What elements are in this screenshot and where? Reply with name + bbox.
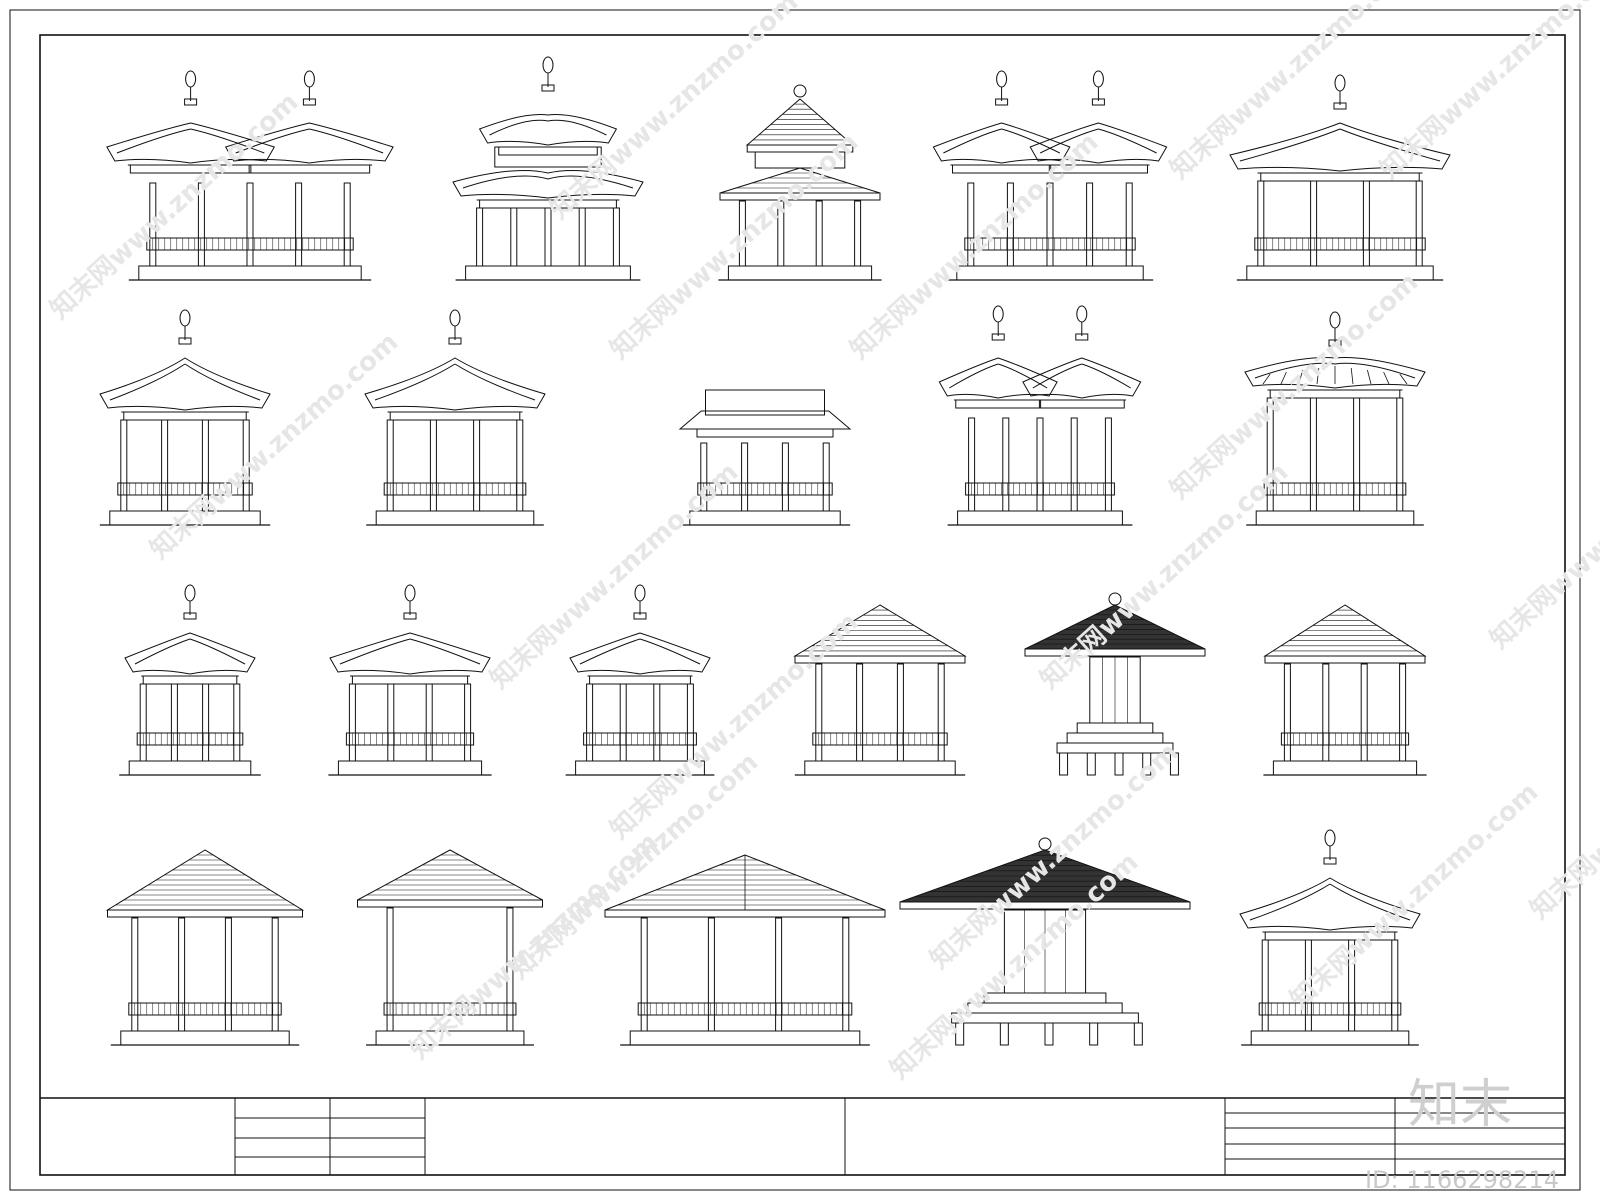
pavilion-elevation-r1c4 bbox=[932, 70, 1168, 281]
watermark-text: 知末网www.znzmo.com bbox=[605, 127, 865, 365]
pavilion-elevation-r1c1 bbox=[106, 70, 394, 281]
watermark-text: 知末网www.znzmo.com bbox=[545, 0, 805, 225]
pavilion-elevation-r2c3 bbox=[678, 389, 852, 526]
pavilion-elevation-r4c4 bbox=[899, 837, 1191, 1046]
watermark-text: 知末网www.znzmo.com bbox=[1375, 0, 1600, 185]
drawing-frame bbox=[39, 34, 1566, 1176]
watermark-text: 知末网www.znzmo.com bbox=[485, 457, 745, 695]
watermark-text: 知末网www.znzmo.com bbox=[605, 607, 865, 845]
pavilion-elevation-r3c5 bbox=[1024, 592, 1206, 776]
pavilion-elevation-r4c2 bbox=[357, 849, 543, 1046]
watermark-text: 知末网www.znzmo.com bbox=[1485, 417, 1600, 655]
pavilion-elevation-r4c3 bbox=[604, 854, 886, 1046]
pavilion-elevations bbox=[99, 56, 1451, 1046]
title-block bbox=[40, 1097, 1565, 1175]
watermark-text: 知末网www.znzmo.com bbox=[45, 87, 305, 325]
pavilion-elevation-r4c1 bbox=[105, 849, 305, 1046]
pavilion-elevation-r4c5 bbox=[1239, 829, 1421, 1046]
pavilion-elevation-r1c3 bbox=[718, 84, 882, 281]
pavilion-elevation-r3c6 bbox=[1263, 604, 1427, 776]
pavilion-elevation-r3c2 bbox=[328, 584, 492, 776]
pavilion-elevation-r2c5 bbox=[1244, 311, 1426, 526]
pavilion-elevation-r2c1 bbox=[99, 309, 271, 526]
pavilion-elevation-r3c4 bbox=[793, 604, 967, 776]
watermark-text: 知末网www.znzmo.com bbox=[845, 127, 1105, 365]
watermark-text: 知末网www.znzmo.com bbox=[1165, 267, 1425, 505]
image-id-label: ID: 1166298214 bbox=[1365, 1166, 1559, 1194]
pavilion-elevation-r1c5 bbox=[1229, 74, 1451, 281]
watermark-text: 知末网www.znzmo.com bbox=[1285, 777, 1545, 1015]
outer-sheet-border bbox=[9, 9, 1581, 1191]
watermark-text: 知末网www.znzmo.com bbox=[145, 327, 405, 565]
pavilion-elevation-r3c3 bbox=[565, 584, 715, 776]
pavilion-elevation-r3c1 bbox=[119, 584, 261, 776]
pavilion-elevation-r1c2 bbox=[452, 56, 644, 281]
pavilion-elevation-r2c2 bbox=[364, 309, 546, 526]
pavilion-elevation-r2c4 bbox=[938, 305, 1142, 526]
brand-logo-text: 知末 bbox=[1408, 1075, 1512, 1135]
watermark-text: 知末网www.znzmo.com bbox=[405, 827, 665, 1065]
